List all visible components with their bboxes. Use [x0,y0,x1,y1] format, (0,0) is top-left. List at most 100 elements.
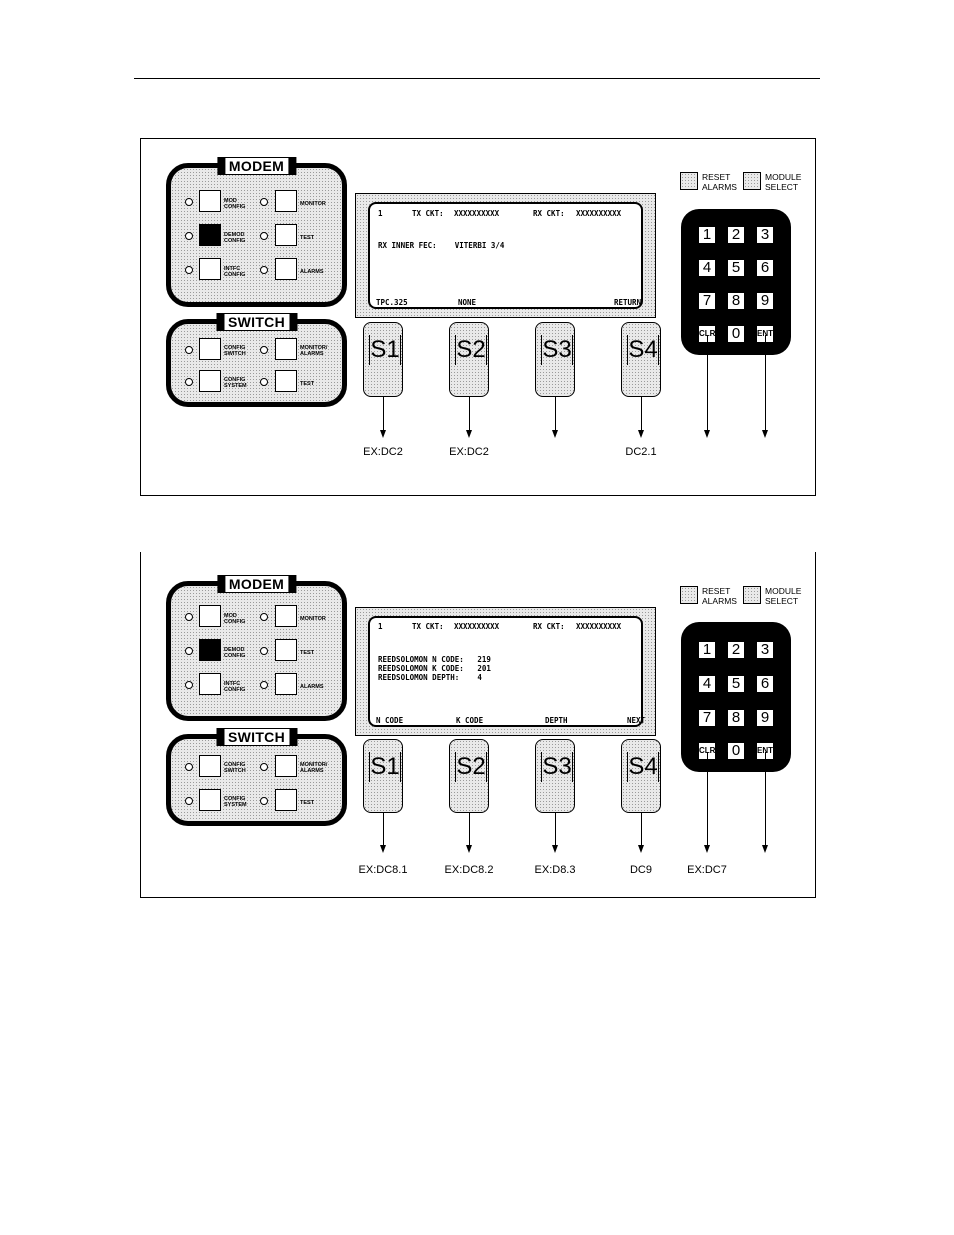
intfc-config-label: INTFC CONFIG [224,266,246,278]
lcd-softkey-label-1: TPC.325 [376,298,408,307]
arrow-clr [704,430,710,438]
key-6[interactable]: 6 [756,675,774,693]
key-9[interactable]: 9 [756,292,774,310]
monitor-led [260,613,268,621]
key-3[interactable]: 3 [756,226,774,244]
switch-test-button[interactable] [275,789,297,811]
key-2[interactable]: 2 [727,641,745,659]
lcd-body-line: REEDSOLOMON K CODE: 201 [378,664,491,673]
key-1[interactable]: 1 [698,226,716,244]
arrow-s1 [380,845,386,853]
demod-config-button[interactable] [199,639,221,661]
lcd-screen: 1 TX CKT: XXXXXXXXXX RX CKT: XXXXXXXXXX … [368,202,643,309]
config-switch-button[interactable] [199,338,221,360]
key-ent[interactable]: ENT [756,325,774,343]
key-4[interactable]: 4 [698,259,716,277]
softkey-s1[interactable]: S1 [363,739,403,813]
ref-label-s2: EX:DC8.2 [444,864,494,876]
config-system-led [185,797,193,805]
key-0[interactable]: 0 [727,325,745,343]
lcd-tx-ckt-label: TX CKT: [412,622,444,631]
softkey-s3[interactable]: S3 [535,739,575,813]
test-button[interactable] [275,639,297,661]
monitor-alarms-button[interactable] [275,755,297,777]
key-3[interactable]: 3 [756,641,774,659]
key-4[interactable]: 4 [698,675,716,693]
config-system-button[interactable] [199,370,221,392]
lcd-softkey-label-4: RETURN [614,298,642,307]
arrow-s4 [638,430,644,438]
key-6[interactable]: 6 [756,259,774,277]
leader-line-ent [765,335,766,433]
key-9[interactable]: 9 [756,709,774,727]
leader-line-ent [765,752,766,848]
lcd-line-number: 1 [378,622,383,631]
softkey-s4[interactable]: S4 [621,322,661,397]
key-8[interactable]: 8 [727,709,745,727]
lcd-softkey-label-2: NONE [458,298,477,307]
ref-label-s4: DC2.1 [625,446,657,458]
lcd-softkey-label-3: DEPTH [545,716,568,725]
test-button[interactable] [275,224,297,246]
config-switch-label: CONFIG SWITCH [224,345,246,357]
leader-line-s3 [555,397,556,433]
ref-label-s3: EX:D8.3 [534,864,576,876]
intfc-config-button[interactable] [199,673,221,695]
lcd-tx-ckt-value: XXXXXXXXXX [454,209,500,218]
mod-config-button[interactable] [199,190,221,212]
monitor-button[interactable] [275,190,297,212]
monitor-button[interactable] [275,605,297,627]
key-2[interactable]: 2 [727,226,745,244]
keypad: 1 2 3 4 5 6 7 8 9 CLR 0 ENT [681,622,791,772]
mod-config-led [185,198,193,206]
softkey-s3[interactable]: S3 [535,322,575,397]
key-7[interactable]: 7 [698,292,716,310]
switch-panel-title: SWITCH [215,728,298,746]
softkey-s1[interactable]: S1 [363,322,403,397]
modem-panel-title: MODEM [216,157,297,175]
reset-alarms-button[interactable] [680,172,698,190]
switch-test-led [260,378,268,386]
mod-config-button[interactable] [199,605,221,627]
lcd-display: 1 TX CKT: XXXXXXXXXX RX CKT: XXXXXXXXXX … [355,193,656,318]
arrow-s4 [638,845,644,853]
module-select-button[interactable] [743,172,761,190]
intfc-config-button[interactable] [199,258,221,280]
config-switch-button[interactable] [199,755,221,777]
key-5[interactable]: 5 [727,675,745,693]
softkey-s2[interactable]: S2 [449,322,489,397]
switch-test-label: TEST [300,800,315,806]
softkey-s3-label: S3 [541,335,573,365]
monitor-alarms-button[interactable] [275,338,297,360]
softkey-s1-label: S1 [369,335,401,365]
arrow-ent [762,430,768,438]
switch-test-button[interactable] [275,370,297,392]
config-system-button[interactable] [199,789,221,811]
key-7[interactable]: 7 [698,709,716,727]
switch-panel: SWITCH CONFIG SWITCH CONFIG SYSTEM MONIT… [166,313,347,407]
alarms-button[interactable] [275,673,297,695]
reset-alarms-label: RESET ALARMS [702,172,737,192]
softkey-s2-label: S2 [455,335,487,365]
lcd-line-number: 1 [378,209,383,218]
softkey-s3-label: S3 [541,752,573,782]
reset-alarms-button[interactable] [680,586,698,604]
key-0[interactable]: 0 [727,742,745,760]
front-panel-figure-1: MODEM MOD CONFIG DEMOD CONFIG INTFC CONF… [140,138,816,496]
ref-label-s2: EX:DC2 [449,446,489,458]
modem-panel-title: MODEM [216,575,297,593]
monitor-label: MONITOR [300,616,326,622]
key-8[interactable]: 8 [727,292,745,310]
key-1[interactable]: 1 [698,641,716,659]
key-5[interactable]: 5 [727,259,745,277]
ref-label-s4: DC9 [629,864,653,876]
lcd-rx-ckt-value: XXXXXXXXXX [576,209,622,218]
lcd-softkey-label-1: N CODE [376,716,404,725]
alarms-button[interactable] [275,258,297,280]
arrow-s3 [552,845,558,853]
leader-line-s3 [555,813,556,848]
demod-config-button[interactable] [199,224,221,246]
softkey-s2[interactable]: S2 [449,739,489,813]
module-select-button[interactable] [743,586,761,604]
softkey-s4[interactable]: S4 [621,739,661,813]
